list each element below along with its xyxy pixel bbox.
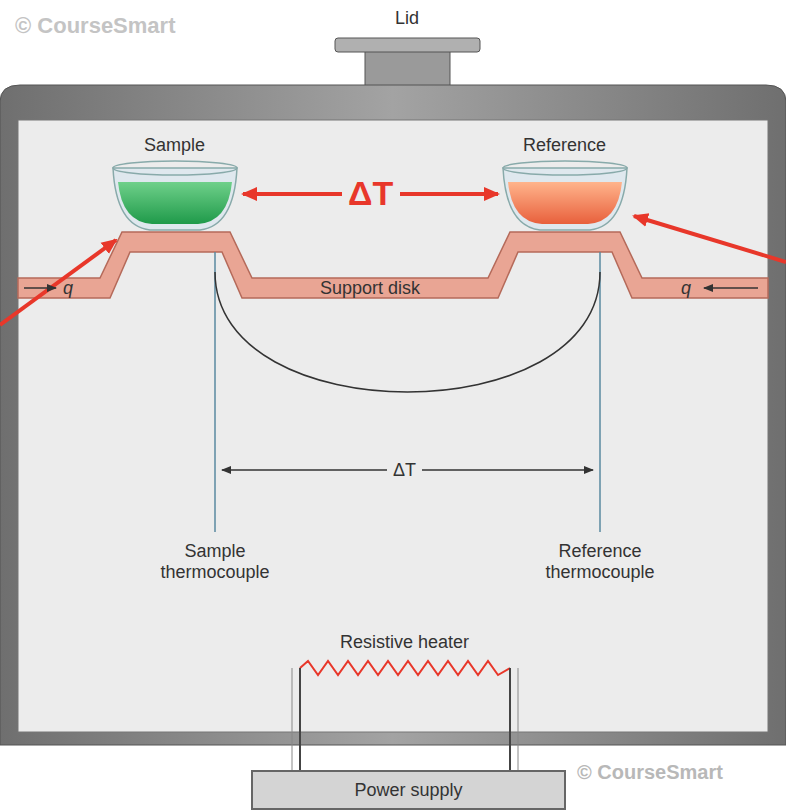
- watermark: © CourseSmart: [577, 761, 723, 784]
- sample-thermocouple-wire: [214, 252, 216, 532]
- part-label: Resistive heater: [340, 632, 469, 653]
- reference-pan: [503, 168, 627, 230]
- sample-pan: [113, 168, 237, 230]
- part-label: Sample: [144, 135, 205, 156]
- power-supply-box: Power supply: [251, 770, 566, 810]
- part-label: Lid: [395, 8, 419, 29]
- heater-wire: [300, 668, 510, 771]
- heat-flow-label: q: [681, 278, 691, 299]
- sample-material: [118, 182, 232, 224]
- housing: [0, 85, 786, 745]
- delta-t-label: ΔT: [348, 174, 393, 213]
- resistive-heater: [300, 661, 510, 675]
- part-label: Reference thermocouple: [535, 541, 665, 582]
- lid-cap: [335, 38, 480, 52]
- dimension-arrow: [222, 469, 300, 471]
- reference-pan-rim: [503, 161, 627, 175]
- heat-flow-arrow: [704, 287, 758, 289]
- lid-stem: [365, 50, 450, 90]
- heat-flow-arrow: [24, 287, 56, 289]
- red-pointer: [0, 240, 116, 325]
- dimension-label: ΔT: [387, 460, 422, 481]
- dimension-arrow: [510, 469, 593, 471]
- sample-pan-rim: [113, 161, 237, 175]
- reference-material: [508, 182, 622, 224]
- support-disk: [18, 232, 768, 298]
- watermark: © CourseSmart: [15, 13, 175, 38]
- node-text: Power supply: [354, 780, 462, 801]
- part-label: Support disk: [320, 278, 420, 299]
- part-label: Sample thermocouple: [150, 541, 280, 582]
- heater-wire: [292, 668, 518, 771]
- thermocouple-junction-wire: [215, 272, 600, 392]
- red-arrow: [400, 192, 498, 196]
- heat-flow-label: q: [63, 278, 73, 299]
- red-arrow: [243, 192, 342, 196]
- chamber: [18, 120, 768, 732]
- part-label: Reference: [523, 135, 606, 156]
- reference-thermocouple-wire: [599, 252, 601, 532]
- red-pointer: [634, 216, 786, 262]
